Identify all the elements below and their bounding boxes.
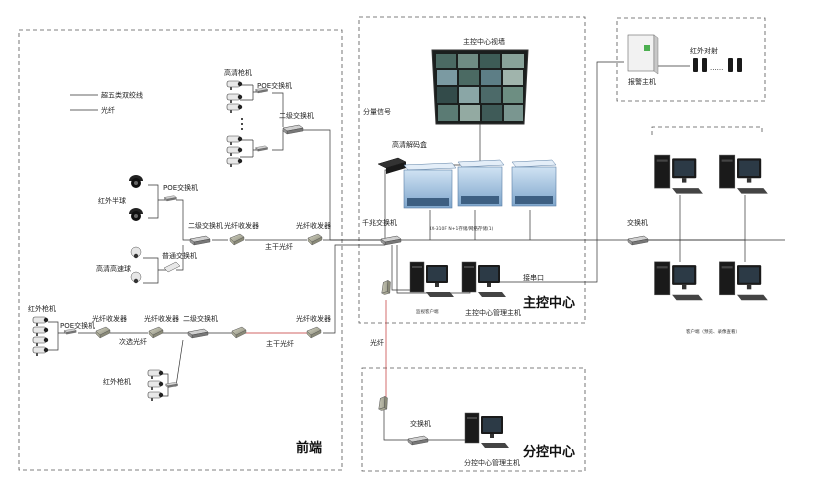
ellipsis-dot — [241, 128, 243, 130]
ellipsis-dot — [241, 123, 243, 125]
fiber-tx-b-label: 光纤收发器 — [144, 314, 179, 323]
hd-gun-camera-6 — [226, 157, 243, 168]
fiber-tx-main1 — [307, 233, 323, 246]
legend-cat5-label: 超五类双绞线 — [101, 91, 143, 100]
fiber-tx-main2-label: 光纤收发器 — [296, 314, 331, 323]
ir-gun-bottom-2 — [147, 380, 164, 391]
client-pc-4 — [718, 261, 769, 301]
alarm-port-label: 接串口 — [523, 273, 544, 282]
fiber-tx-a — [95, 326, 111, 339]
secondary-fiber-label: 次选光纤 — [119, 337, 147, 346]
ir-gun-left-label: 红外枪机 — [28, 304, 56, 313]
alarm-zone — [616, 17, 766, 102]
hd-gun-camera-1 — [226, 80, 243, 91]
fiber-tx-a-label: 光纤收发器 — [92, 314, 127, 323]
fiber-tx-b — [148, 326, 164, 339]
speed-dome-1-lens — [133, 253, 139, 259]
fiber-tx-main2 — [306, 326, 322, 339]
legend-fiber-label: 光纤 — [101, 106, 115, 115]
poe-switch-mid — [164, 195, 177, 202]
hd-speed-dome-label: 高清高速球 — [96, 264, 131, 273]
hd-decoder-side — [386, 162, 406, 174]
fiber-tx-sub — [375, 394, 393, 413]
ir-gun-bottom-1 — [147, 369, 164, 380]
switch-bottom — [165, 382, 178, 388]
ir-dome-camera-2 — [129, 208, 143, 221]
storage-caption: IX-310F N+1存储/网络存储(1) — [430, 225, 494, 232]
main-mgmt-host-label: 主控中心管理主机 — [465, 308, 521, 317]
normal-switch-label: 普通交换机 — [162, 251, 197, 260]
ir-gun-left-3 — [32, 336, 49, 347]
trunk-fiber-2-label: 主干光纤 — [266, 339, 294, 348]
ir-gun-bottom-label: 红外枪机 — [103, 377, 131, 386]
ir-gun-bottom-3 — [147, 391, 164, 402]
hd-gun-camera-2 — [226, 93, 243, 104]
l2-switch-top — [282, 124, 304, 135]
client-bracket — [651, 126, 763, 135]
fiber-tx-mid-label: 光纤收发器 — [224, 221, 259, 230]
storage-server-3 — [511, 159, 557, 207]
ir-beam-label: 红外对射 — [690, 46, 718, 55]
storage-server-1 — [403, 162, 457, 209]
front-end-zone — [18, 29, 343, 471]
split-signal-label: 分量信号 — [363, 107, 391, 116]
fiber-tx-main1-label: 光纤收发器 — [296, 221, 331, 230]
fiber-tx-mid — [229, 233, 245, 246]
gigabit-switch-label: 千兆交换机 — [362, 218, 397, 227]
client-pc-label: 监视客户端 — [416, 308, 439, 315]
hd-gun-camera-4 — [226, 135, 243, 146]
video-wall — [431, 49, 529, 125]
sub-fiber-label: 光纤 — [370, 338, 384, 347]
l2-switch-mid — [189, 235, 211, 246]
gigabit-switch — [380, 235, 402, 246]
client-pc-2 — [718, 154, 769, 195]
hd-gun-camera-3 — [226, 103, 243, 114]
poe-switch-mid-label: POE交换机 — [163, 183, 198, 192]
client-caption: 客户端（预览、录像查看） — [686, 328, 740, 335]
ir-beam-ellipsis: ...... — [710, 64, 723, 72]
ir-gun-left-4 — [32, 346, 49, 357]
poe-switch-top-label: POE交换机 — [257, 81, 292, 90]
sub-switch-label: 交换机 — [410, 419, 431, 428]
sub-center-title: 分控中心 — [523, 444, 575, 460]
speed-dome-2-lens — [133, 278, 139, 284]
ir-dome-label: 红外半球 — [98, 196, 126, 205]
sub-mgmt-host-label: 分控中心管理主机 — [464, 458, 520, 467]
alarm-host-label: 报警主机 — [628, 77, 656, 86]
sub-switch — [407, 435, 429, 446]
trunk-fiber-1-label: 主干光纤 — [265, 242, 293, 251]
video-wall-label: 主控中心视墙 — [463, 37, 505, 46]
hd-decoder-label: 高清解码盒 — [392, 140, 427, 149]
sub-center-zone — [361, 367, 586, 472]
front-end-title: 前端 — [296, 440, 322, 456]
fiber-tx-bottom — [231, 326, 247, 339]
l2-switch-bottom — [187, 328, 209, 339]
right-switch-label: 交换机 — [627, 218, 648, 227]
ir-beam-devices — [693, 58, 742, 72]
right-switch — [627, 235, 649, 246]
fiber-tx-main-center — [378, 278, 396, 297]
hd-gun-label: 高清枪机 — [224, 68, 252, 77]
poe-switch-top-2 — [255, 145, 268, 152]
sub-mgmt-host-pc — [464, 412, 510, 449]
l2-switch-bottom-label: 二级交换机 — [183, 314, 218, 323]
ir-gun-left-1 — [32, 316, 49, 327]
storage-server-2 — [457, 159, 505, 207]
normal-switch — [163, 261, 181, 273]
l2-switch-top-label: 二级交换机 — [279, 111, 314, 120]
main-center-title: 主控中心 — [523, 295, 575, 311]
ir-dome-camera-1 — [129, 175, 143, 188]
l2-switch-mid-label: 二级交换机 — [188, 221, 223, 230]
alarm-host — [627, 34, 659, 75]
poe-switch-left-label: POE交换机 — [60, 321, 95, 330]
client-pc — [409, 261, 455, 298]
client-pc-1 — [653, 154, 704, 195]
ir-gun-left-2 — [32, 326, 49, 337]
main-center-zone — [358, 16, 586, 324]
client-pc-3 — [653, 261, 704, 301]
main-mgmt-host-pc — [461, 261, 507, 298]
hd-gun-camera-5 — [226, 146, 243, 157]
ellipsis-dot — [241, 118, 243, 120]
